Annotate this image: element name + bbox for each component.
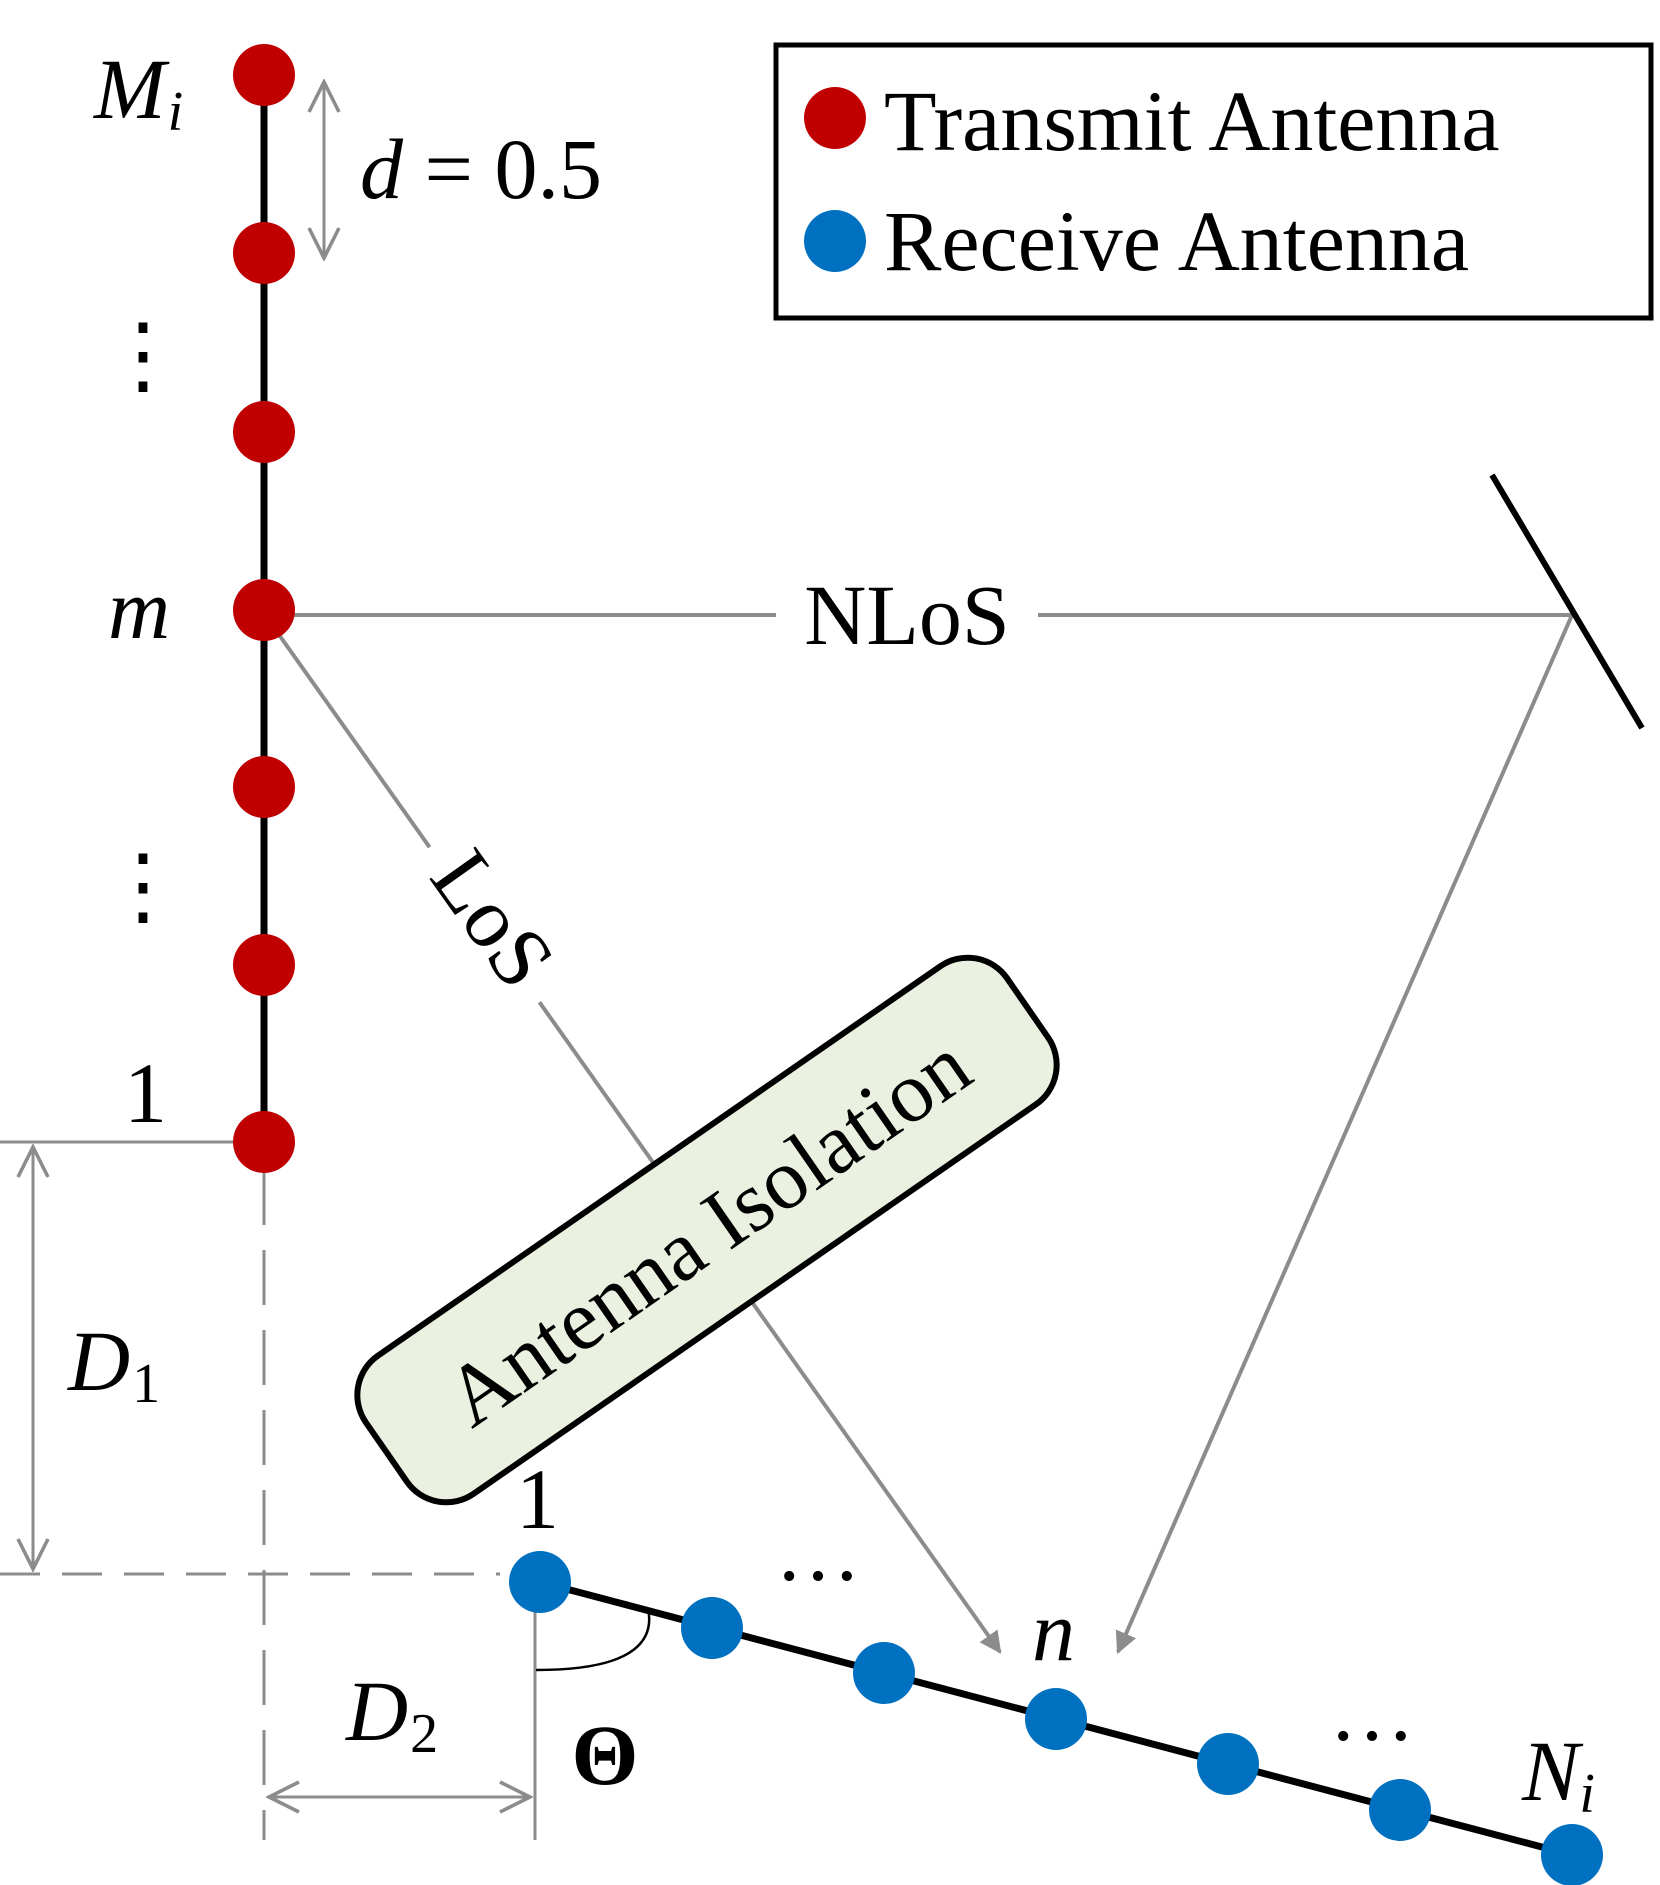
tx-ellipsis-lower: ⋮ (100, 838, 186, 934)
receive-array (509, 1551, 1603, 1885)
transmit-antenna-element (233, 44, 295, 106)
dimension-labels: d = 0.5 D1 D2 Θ (67, 121, 638, 1803)
receive-antenna-element (853, 1642, 915, 1704)
tx-bottom-label: 1 (124, 1045, 167, 1141)
legend: Transmit Antenna Receive Antenna (773, 42, 1654, 321)
tx-ellipsis-upper: ⋮ (100, 307, 186, 403)
legend-receive-swatch (804, 210, 866, 272)
legend-transmit-label: Transmit Antenna (884, 73, 1500, 169)
los-path-arrow (263, 613, 1002, 1654)
tx-middle-label: m (108, 561, 170, 657)
d2-label: D2 (345, 1663, 438, 1765)
receive-antenna-element (681, 1597, 743, 1659)
transmit-antenna-element (233, 934, 295, 996)
transmit-antenna-element (233, 222, 295, 284)
dimension-guides (0, 82, 651, 1840)
legend-transmit-swatch (804, 87, 866, 149)
transmit-antenna-element (233, 756, 295, 818)
spacing-label: d = 0.5 (360, 121, 602, 217)
transmit-array (233, 44, 295, 1173)
transmit-antenna-element (233, 401, 295, 463)
transmit-antenna-element (233, 1111, 295, 1173)
transmit-antenna-element (233, 579, 295, 641)
rx-ellipsis-right: … (1329, 1663, 1415, 1759)
receive-labels: 1 n Ni … … (516, 1451, 1595, 1825)
receive-antenna-element (1541, 1824, 1603, 1885)
angle-arc (535, 1607, 651, 1672)
receive-antenna-element (1369, 1779, 1431, 1841)
d1-label: D1 (67, 1313, 160, 1415)
rx-first-label: 1 (516, 1451, 559, 1547)
rx-middle-label: n (1032, 1583, 1075, 1679)
receive-antenna-element (1025, 1688, 1087, 1750)
reflector-surface (1489, 473, 1645, 730)
path-labels: NLoS LoS (398, 567, 1038, 1025)
nlos-label: NLoS (804, 567, 1009, 663)
rx-ellipsis-left: … (775, 1503, 861, 1599)
receive-antenna-element (1197, 1733, 1259, 1795)
transmit-labels: Mi m 1 ⋮ ⋮ (92, 41, 186, 1141)
angle-label: Θ (572, 1707, 639, 1803)
tx-top-label: Mi (92, 41, 183, 143)
legend-box (773, 42, 1654, 321)
antenna-isolation-box: Antenna Isolation (354, 954, 1060, 1506)
receive-antenna-element (509, 1551, 571, 1613)
antenna-isolation-label: Antenna Isolation (428, 1017, 987, 1445)
rx-last-label: Ni (1521, 1723, 1595, 1825)
legend-receive-label: Receive Antenna (884, 193, 1469, 289)
nlos-reflected-arrow (1115, 614, 1574, 1655)
